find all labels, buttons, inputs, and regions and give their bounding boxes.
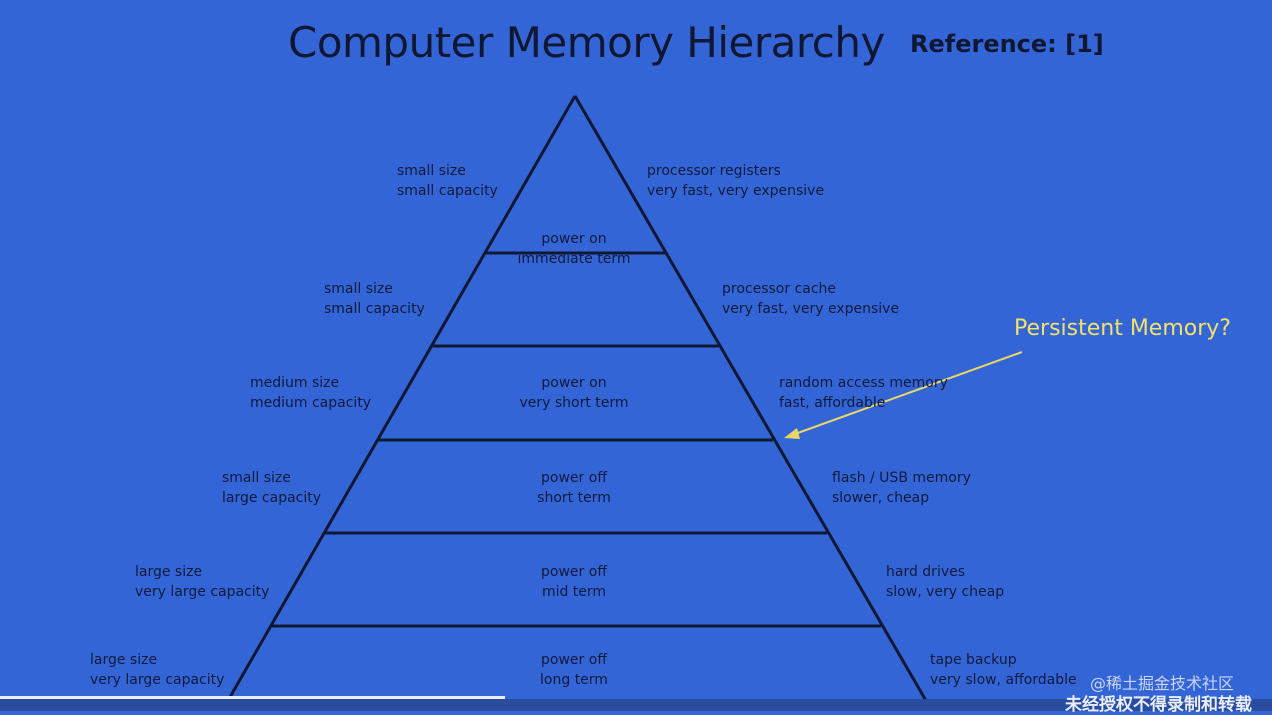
video-bottom-strip (0, 699, 1272, 711)
video-progress-bar[interactable] (0, 696, 505, 699)
pyramid-right-edge (573, 95, 934, 711)
watermark-notice: 未经授权不得录制和转载 (1065, 695, 1252, 715)
callout-arrow-head (784, 428, 800, 439)
pyramid-left-edge (220, 95, 577, 711)
reference-label: Reference: [1] (910, 30, 1104, 58)
slide-title: Computer Memory Hierarchy (288, 18, 885, 67)
callout-arrow-line (794, 351, 1023, 435)
watermark: @稀土掘金技术社区 (1090, 674, 1235, 693)
persistent-memory-callout: Persistent Memory? (1014, 316, 1231, 341)
